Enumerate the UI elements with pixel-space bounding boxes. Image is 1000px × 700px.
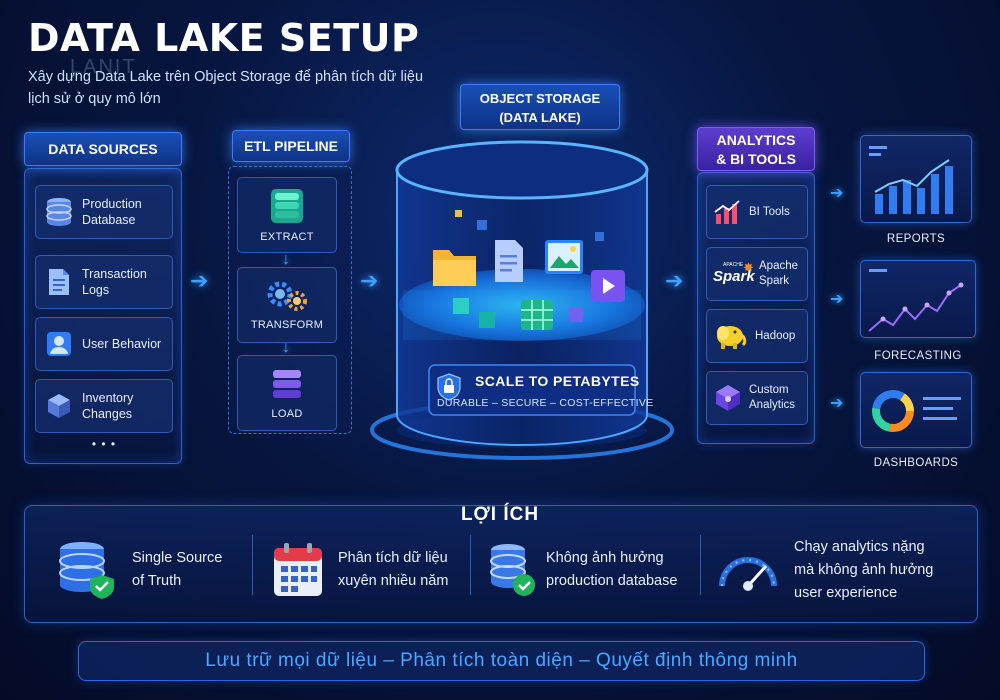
dashboard-icon (872, 390, 961, 432)
arrow-down-icon: ↓ (282, 339, 290, 356)
benefit-no-production-impact: Không ảnh hưởng production database (488, 535, 677, 605)
database-check-icon (59, 542, 114, 599)
image-icon (545, 240, 583, 274)
analytics-label: Apache Spark (759, 260, 799, 287)
etl-step-load[interactable]: LOAD (237, 355, 337, 431)
speedometer-icon (719, 557, 777, 591)
arrow-down-icon: ↓ (282, 251, 290, 268)
source-transaction-logs[interactable]: Transaction Logs (35, 255, 173, 309)
divider (252, 535, 253, 595)
etl-step-label: EXTRACT (260, 231, 314, 243)
arrow-right-icon: ➔ (830, 395, 844, 412)
storage-title-line2: (DATA LAKE) (499, 110, 581, 125)
document-icon (44, 264, 74, 300)
data-sources-panel: Production Database Transaction Logs Use… (24, 168, 182, 464)
spark-logo-small-text: APACHE (723, 262, 744, 268)
layers-icon (273, 370, 301, 398)
source-production-database[interactable]: Production Database (35, 185, 173, 239)
source-label: User Behavior (82, 337, 162, 351)
calendar-icon (274, 543, 322, 596)
output-forecasting-card[interactable] (860, 260, 976, 338)
storage-scale-text: SCALE TO PETABYTES (475, 373, 640, 389)
analytics-label: BI Tools (749, 205, 790, 218)
etl-header: ETL PIPELINE (232, 130, 350, 162)
storage-tagline: DURABLE – SECURE – COST-EFFECTIVE (437, 397, 654, 409)
etl-step-transform[interactable]: TRANSFORM (237, 267, 337, 343)
output-label: FORECASTING (874, 350, 962, 362)
divider (700, 535, 701, 595)
source-user-behavior[interactable]: User Behavior (35, 317, 173, 371)
bar-chart-icon (714, 200, 740, 224)
page-subtitle: Xây dựng Data Lake trên Object Storage đ… (28, 69, 424, 107)
benefit-line: user experience (794, 584, 898, 601)
benefit-line: Single Source (132, 550, 223, 566)
source-label: Transaction Logs (82, 267, 147, 297)
output-label: DASHBOARDS (873, 457, 959, 469)
database-icon (271, 189, 303, 223)
cube-icon (716, 385, 740, 411)
video-icon (591, 270, 625, 302)
shield-lock-icon (437, 373, 461, 401)
etl-panel: EXTRACT ↓ TRANSFORM ↓ LOAD (228, 166, 352, 434)
output-reports-card[interactable] (860, 135, 972, 223)
object-storage-header: OBJECT STORAGE (DATA LAKE) (460, 84, 620, 130)
data-sources-header: DATA SOURCES (24, 132, 182, 166)
database-icon (44, 194, 74, 230)
etl-step-label: TRANSFORM (250, 319, 324, 331)
report-chart-icon (869, 146, 953, 214)
output-dashboards-card[interactable] (860, 372, 972, 448)
arrow-right-icon: ➔ (830, 185, 844, 202)
spark-logo-icon: APACHE Spark ✸ (713, 260, 755, 288)
more-sources-ellipsis: • • • (91, 437, 117, 451)
analytics-panel: BI Tools APACHE Spark ✸ Apache Spark Had… (697, 172, 815, 444)
analytics-custom[interactable]: Custom Analytics (706, 371, 808, 425)
arrow-right-icon: ➔ (665, 268, 684, 293)
analytics-bi-tools[interactable]: BI Tools (706, 185, 808, 239)
arrow-right-icon: ➔ (360, 268, 379, 293)
benefit-line: mà không ảnh hưởng (794, 561, 934, 578)
benefit-line: Chạy analytics nặng (794, 538, 925, 555)
page-title: DATA LAKE SETUP (28, 16, 420, 60)
benefit-line: production database (546, 573, 678, 589)
analytics-title-line1: ANALYTICS (716, 132, 796, 148)
analytics-title-line2: & BI TOOLS (716, 151, 796, 167)
benefit-multi-year-analysis: Phân tích dữ liệu xuyên nhiều năm (272, 535, 448, 605)
source-inventory-changes[interactable]: Inventory Changes (35, 379, 173, 433)
analytics-hadoop[interactable]: Hadoop (706, 309, 808, 363)
cube-icon (44, 388, 74, 424)
forecast-chart-icon (868, 269, 964, 332)
source-label: Production Database (82, 197, 142, 227)
spark-logo-text: Spark (713, 268, 755, 285)
storage-title-line1: OBJECT STORAGE (479, 91, 601, 106)
hadoop-elephant-icon (717, 326, 747, 349)
benefit-line: Không ảnh hưởng (546, 550, 664, 566)
analytics-apache-spark[interactable]: APACHE Spark ✸ Apache Spark (706, 247, 808, 301)
output-label: REPORTS (886, 233, 946, 245)
benefit-heavy-analytics: Chạy analytics nặng mà không ảnh hưởng u… (716, 535, 933, 605)
arrow-right-icon: ➔ (190, 268, 209, 293)
gears-icon (267, 281, 307, 311)
spark-star-icon: ✸ (743, 260, 754, 275)
etl-step-extract[interactable]: EXTRACT (237, 177, 337, 253)
etl-step-label: LOAD (271, 408, 303, 420)
analytics-label: Custom Analytics (749, 384, 796, 411)
analytics-header: ANALYTICS & BI TOOLS (697, 127, 815, 171)
document-icon (495, 240, 523, 282)
analytics-label: Hadoop (755, 329, 796, 342)
table-icon (521, 300, 553, 330)
footer-banner: Lưu trữ mọi dữ liệu – Phân tích toàn diệ… (78, 641, 925, 681)
user-icon (44, 326, 74, 362)
database-check-icon (490, 544, 535, 596)
benefit-line: Phân tích dữ liệu (338, 550, 448, 566)
benefit-line: xuyên nhiều năm (338, 573, 449, 589)
arrow-right-icon: ➔ (830, 291, 844, 308)
source-label: Inventory Changes (82, 391, 134, 421)
benefit-line: of Truth (132, 573, 182, 589)
divider (470, 535, 471, 595)
folder-icon (433, 250, 476, 286)
benefits-title: LỢI ÍCH (460, 504, 540, 525)
benefit-single-source: Single Source of Truth (54, 535, 222, 605)
watermark: LANIT (70, 56, 137, 78)
object-storage-cylinder (370, 140, 674, 460)
